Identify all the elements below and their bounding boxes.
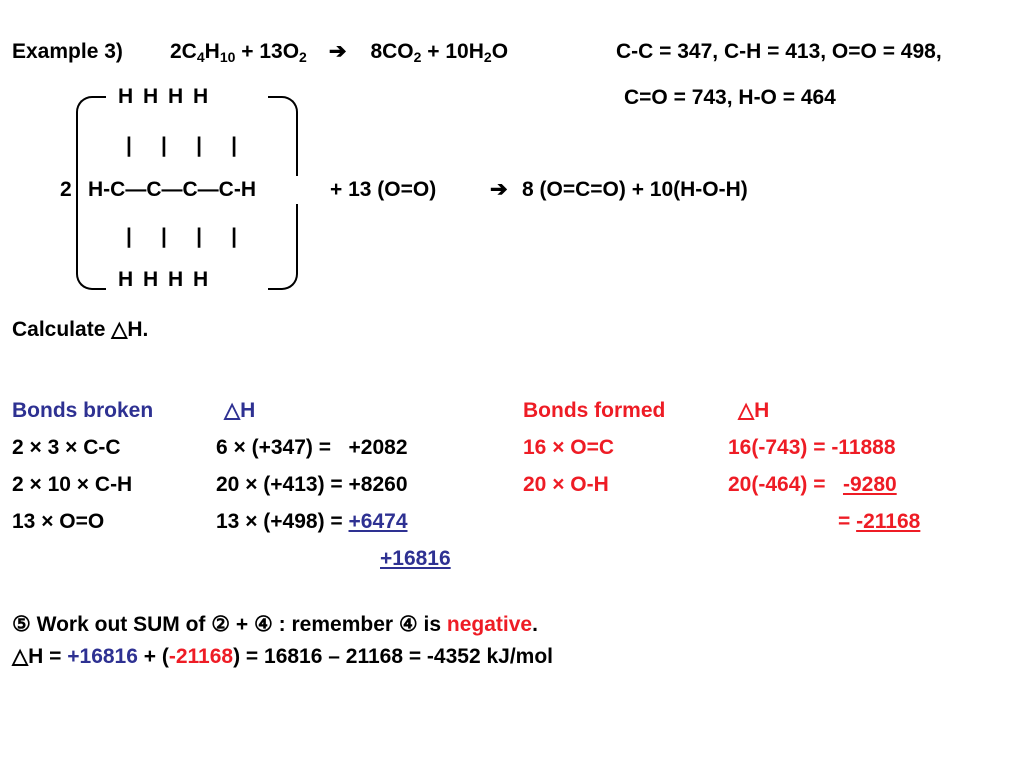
bonds-bottom: | | | | xyxy=(126,225,238,248)
subscript: 2 xyxy=(413,49,422,65)
products: 8 (O=C=O) + 10(H-O-H) xyxy=(522,178,748,201)
subscript: 2 xyxy=(299,49,307,65)
bonds-top: | | | | xyxy=(126,134,238,157)
top-hydrogens: H H H H xyxy=(118,85,209,108)
final-prefix: △H = xyxy=(12,645,68,668)
calc-value: -11888 xyxy=(831,436,896,459)
broken-row-bond: 2 × 10 × C-H xyxy=(12,473,133,496)
calc-prefix: 6 × (+347) = xyxy=(216,436,349,459)
bond-values-line1: C-C = 347, C-H = 413, O=O = 498, xyxy=(616,40,942,63)
eq-part: 8CO xyxy=(370,40,414,63)
arrow-icon: ➔ xyxy=(328,40,347,63)
example-label: Example 3) xyxy=(12,40,123,63)
eq-part: + 13O xyxy=(235,40,300,63)
formed-row-calc: 20(-464) = -9280 xyxy=(728,473,897,497)
eq-part: H xyxy=(204,40,220,63)
step5-text: ⑤ Work out SUM of ② + ④ : remember ④ is xyxy=(12,613,447,636)
final-red-value: -21168 xyxy=(168,645,234,668)
coefficient: 2 xyxy=(60,178,72,201)
calculate-prompt: Calculate △H. xyxy=(12,318,149,341)
formed-row-calc: 16(-743) = -11888 xyxy=(728,436,896,460)
chain-mask xyxy=(86,176,306,204)
broken-row-calc: 6 × (+347) = +2082 xyxy=(216,436,408,460)
delta-h-label: △H xyxy=(224,399,256,422)
broken-row-calc: 20 × (+413) = +8260 xyxy=(216,473,408,497)
final-mid: + ( xyxy=(137,645,169,668)
total-prefix: = xyxy=(838,510,857,533)
step5-instruction: ⑤ Work out SUM of ② + ④ : remember ④ is … xyxy=(12,613,538,637)
bonds-formed-heading: Bonds formed xyxy=(523,399,666,422)
calc-value: +6474 xyxy=(348,510,408,533)
calc-prefix: 16(-743) = xyxy=(728,436,832,459)
eq-part: O xyxy=(491,40,509,63)
subscript: 4 xyxy=(196,49,205,65)
broken-row-bond: 13 × O=O xyxy=(12,510,105,533)
butane-chain: H-C—C—C—C-H xyxy=(88,178,256,201)
balanced-equation: 2C4H10 + 13O2➔8CO2 + 10H2O xyxy=(170,40,508,64)
eq-part: 2C xyxy=(170,40,197,63)
oxygen-reactant: + 13 (O=O) xyxy=(330,178,437,201)
subscript: 2 xyxy=(483,49,492,65)
calc-prefix: 13 × (+498) = xyxy=(216,510,349,533)
bond-values-line2: C=O = 743, H-O = 464 xyxy=(624,86,836,109)
arrow-icon: ➔ xyxy=(490,178,508,201)
left-bracket xyxy=(76,96,106,290)
total-value: -21168 xyxy=(856,510,921,533)
period: . xyxy=(532,613,538,636)
formed-total: = -21168 xyxy=(838,510,920,534)
delta-h-label: △H xyxy=(738,399,770,422)
formed-row-bond: 20 × O-H xyxy=(523,473,609,496)
calc-value: -9280 xyxy=(842,473,897,496)
broken-row-calc: 13 × (+498) = +6474 xyxy=(216,510,408,534)
broken-total: +16816 xyxy=(380,547,451,570)
final-rest: ) = 16816 – 21168 = -4352 kJ/mol xyxy=(233,645,554,668)
calc-prefix: 20(-464) = xyxy=(728,473,843,496)
calc-value: +8260 xyxy=(348,473,408,496)
bonds-broken-heading: Bonds broken xyxy=(12,399,154,422)
bottom-hydrogens: H H H H xyxy=(118,268,209,291)
calc-prefix: 20 × (+413) = xyxy=(216,473,349,496)
formed-row-bond: 16 × O=C xyxy=(523,436,615,459)
broken-row-bond: 2 × 3 × C-C xyxy=(12,436,121,459)
subscript: 10 xyxy=(219,49,236,65)
eq-part: + 10H xyxy=(421,40,484,63)
final-blue-value: +16816 xyxy=(67,645,138,668)
calc-value: +2082 xyxy=(348,436,408,459)
final-result: △H = +16816 + (-21168) = 16816 – 21168 =… xyxy=(12,645,553,669)
negative-word: negative xyxy=(446,613,533,636)
